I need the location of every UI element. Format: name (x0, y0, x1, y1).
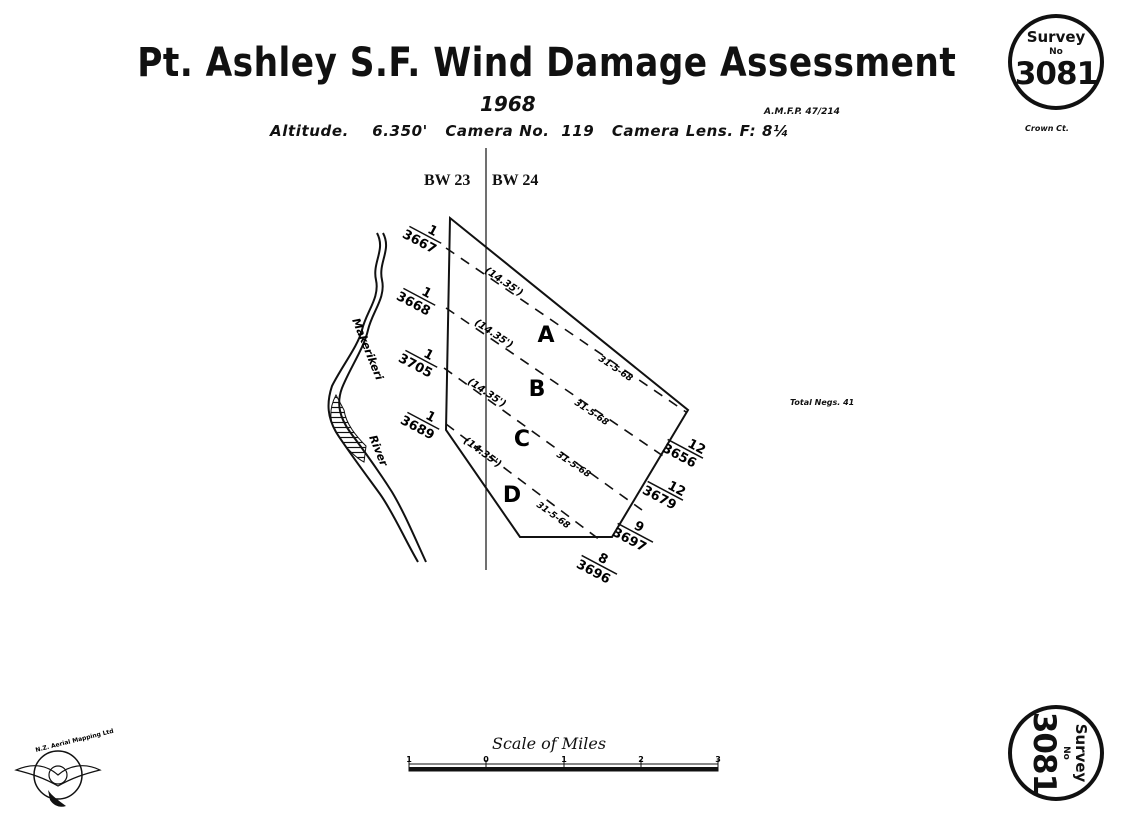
scale-bar: 1 0 1 2 3 (406, 755, 721, 772)
end-marker-d: 8 3696 (574, 551, 618, 587)
run-label-a: A (537, 323, 554, 348)
camera-value: 119 (561, 122, 595, 140)
river-bank-east (338, 232, 427, 563)
start-marker-a: 1 3667 (400, 222, 442, 257)
altitude-label: Altitude. (270, 122, 349, 140)
logo-text: N.Z. Aerial Mapping Ltd (35, 728, 115, 754)
map-title: Pt. Ashley S.F. Wind Damage Assessment (137, 40, 957, 86)
reference-code: A.M.F.P. 47/214 (764, 107, 840, 117)
lens-label: Camera Lens. (611, 122, 734, 140)
strip-label-left: BW 23 (424, 172, 471, 189)
crown-note: Crown Ct. (1025, 124, 1069, 133)
run-date-c: 31-5-68 (554, 450, 592, 480)
end-marker-b: 12 3679 (640, 478, 688, 513)
flight-line-a (445, 247, 687, 413)
flight-line-c (443, 367, 643, 511)
flight-specs: Altitude. 6.350' Camera No. 119 Camera L… (270, 122, 789, 140)
run-label-d: D (503, 483, 521, 508)
run-date-a: 31-5-68 (596, 354, 634, 384)
scale-tick-0: 0 (483, 755, 489, 764)
lens-value: F: 8¼ (739, 122, 790, 140)
start-marker-d: 1 3689 (398, 408, 440, 443)
flight-line-d (445, 423, 601, 541)
river-name-2: River (366, 433, 390, 468)
run-height-d: (14.35') (461, 436, 503, 471)
start-marker-b: 1 3668 (394, 284, 436, 319)
scale-tick-1: 1 (561, 755, 567, 764)
survey-block-outline (444, 215, 690, 538)
river-shading (330, 393, 367, 463)
strip-label-right: BW 24 (492, 172, 539, 189)
camera-label: Camera No. (445, 122, 550, 140)
total-negatives: Total Negs. 41 (790, 398, 855, 407)
company-logo: N.Z. Aerial Mapping Ltd (14, 728, 115, 807)
river-name-1: Makerikeri (349, 316, 386, 382)
scale-title: Scale of Miles (492, 734, 607, 753)
run-height-b: (14.35') (472, 317, 514, 351)
river-bank-west (327, 232, 419, 563)
scale-tick-3: 3 (715, 755, 721, 764)
run-label-b: B (529, 377, 546, 402)
start-marker-c: 1 3705 (396, 346, 438, 381)
flight-line-b (445, 307, 667, 459)
survey-year: 1968 (480, 92, 536, 116)
badge-survey-text: Survey (1026, 28, 1086, 46)
end-marker-a: 12 3656 (660, 436, 708, 471)
altitude-value: 6.350' (372, 122, 428, 140)
run-date-b: 31-5-68 (572, 398, 610, 428)
survey-badge-top: Survey No 3081 (1008, 14, 1104, 110)
end-marker-c: 9 3697 (610, 519, 654, 555)
badge-no-text: No (1049, 47, 1063, 57)
badge-number: 3081 (1014, 56, 1098, 92)
run-label-c: C (514, 427, 530, 452)
run-height-a: (14.35') (482, 265, 524, 299)
scale-tick-1-left: 1 (406, 755, 412, 764)
scale-tick-2: 2 (638, 755, 644, 764)
